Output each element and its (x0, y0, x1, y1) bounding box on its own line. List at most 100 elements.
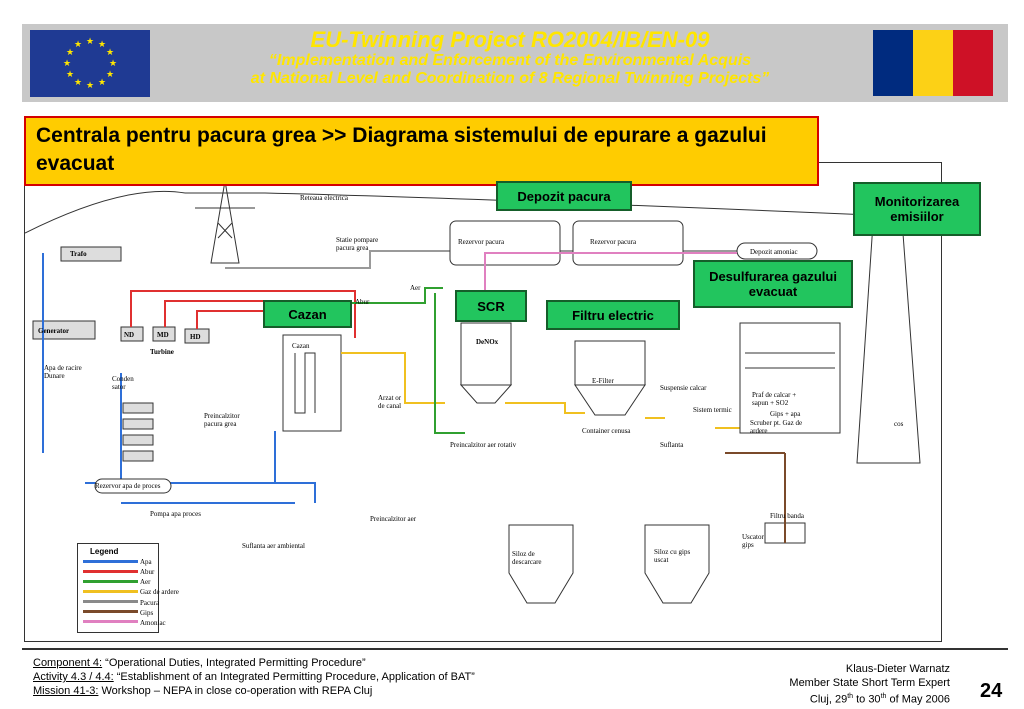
label-apa-racire: Apa de racire Dunare (44, 364, 82, 380)
legend-box (77, 543, 159, 633)
svg-text:★: ★ (74, 39, 82, 49)
label-preincalzitor-pacura: Preincalzitor pacura grea (204, 412, 240, 428)
footer-date: Cluj, 29th to 30th of May 2006 (809, 693, 950, 706)
header-title: EU-Twinning Project RO2004/IB/EN-09 “Imp… (160, 28, 860, 88)
footer-right: Klaus-Dieter Warnatz Member State Short … (720, 662, 950, 707)
cazan-box (282, 334, 342, 432)
footer-mission: Mission 41-3: Workshop – NEPA in close c… (33, 685, 373, 697)
legend-item-pacura: Pacura (140, 599, 160, 607)
footer-left: Component 4: “Operational Duties, Integr… (33, 656, 475, 698)
trafo-box (60, 246, 122, 262)
footer-author: Klaus-Dieter Warnatz (845, 663, 950, 675)
generator-box (32, 320, 96, 340)
eu-stars-icon: ★★★ ★★★ ★★★ ★★★ (63, 36, 117, 90)
label-hd: HD (190, 333, 201, 341)
scr-box (460, 322, 512, 386)
svg-text:★: ★ (86, 80, 94, 90)
label-depozit-amoniac: Depozit amoniac (750, 248, 798, 256)
legend-item-gaz: Gaz de ardere (140, 588, 179, 596)
label-suflanta: Suflanta (660, 441, 684, 449)
label-trafo: Trafo (70, 250, 87, 258)
efilter-box (574, 340, 646, 386)
eu-flag-icon: ★★★ ★★★ ★★★ ★★★ (30, 30, 150, 97)
label-turbine: Turbine (150, 348, 174, 356)
callout-cazan: Cazan (263, 300, 352, 328)
legend-item-abur: Abur (140, 568, 155, 576)
label-condensator: Conden sator (112, 375, 134, 391)
svg-text:★: ★ (98, 77, 106, 87)
svg-text:★: ★ (106, 47, 114, 57)
label-arzator: Arzat or de canal (378, 394, 402, 410)
label-sistem-termic: Sistem termic (693, 406, 732, 414)
ro-flag-red (953, 30, 993, 96)
label-scruber: Scruber pt. Gaz de ardere (750, 419, 803, 435)
legend-swatch-abur (83, 570, 138, 573)
label-suspensie: Suspensie calcar (660, 384, 707, 392)
label-statie: Statie pompare pacura grea (336, 236, 379, 252)
label-siloz-descarcare: Siloz de descarcare (512, 550, 542, 566)
label-denox: DeNOx (476, 338, 499, 346)
label-pompa-apa: Pompa apa proces (150, 510, 201, 518)
label-cazan-inner: Cazan (292, 342, 310, 350)
label-suflanta-aer: Suflanta aer ambiental (242, 542, 305, 550)
legend-swatch-aer (83, 580, 138, 583)
label-reteaua: Reteaua electrica (300, 194, 348, 202)
callout-depozit-pacura: Depozit pacura (496, 181, 632, 211)
header-band (22, 24, 1008, 102)
label-siloz-gips: Siloz cu gips uscat (654, 548, 691, 564)
legend-item-aer: Aer (140, 578, 151, 586)
header-line1: EU-Twinning Project RO2004/IB/EN-09 (310, 27, 710, 52)
ro-flag-icon (873, 30, 993, 96)
header-line2: “Implementation and Enforcement of the E… (268, 52, 752, 69)
label-container-cenusa: Container cenusa (582, 427, 631, 435)
svg-text:★: ★ (66, 69, 74, 79)
label-abur: Abur (355, 298, 370, 306)
siloz-gips (644, 524, 710, 604)
page-number: 24 (980, 680, 1003, 702)
svg-text:★: ★ (74, 77, 82, 87)
label-nd: ND (124, 331, 135, 339)
slide-title: Centrala pentru pacura grea >> Diagrama … (24, 116, 819, 186)
siloz-descarcare (508, 524, 574, 604)
callout-filtru-electric: Filtru electric (546, 300, 680, 330)
footer-activity: Activity 4.3 / 4.4: “Establishment of an… (33, 671, 475, 683)
label-generator: Generator (38, 327, 70, 335)
header-line3: at National Level and Coordination of 8 … (250, 70, 770, 87)
legend-swatch-apa (83, 560, 138, 563)
label-filtru-banda: Filtru banda (770, 512, 805, 520)
footer-divider (22, 648, 1008, 650)
label-rezervor1: Rezervor pacura (458, 238, 505, 246)
callout-monitorizarea: Monitorizarea emisiilor (853, 182, 981, 236)
label-aer: Aer (410, 284, 421, 292)
label-gips-apa: Gips + apa (770, 410, 801, 418)
footer-role: Member State Short Term Expert (789, 677, 950, 689)
footer-component: Component 4: “Operational Duties, Integr… (33, 657, 366, 669)
legend-swatch-pacura (83, 600, 138, 603)
legend-item-amoniac: Amoniac (140, 619, 166, 627)
svg-text:★: ★ (98, 39, 106, 49)
svg-text:★: ★ (106, 69, 114, 79)
label-preinc-aer: Preincalzitor aer (370, 515, 417, 523)
legend-item-apa: Apa (140, 558, 152, 566)
ro-flag-yellow (913, 30, 953, 96)
legend-swatch-amoniac (83, 620, 138, 623)
label-efilter: E-Filter (592, 377, 614, 385)
label-rezervor2: Rezervor pacura (590, 238, 637, 246)
svg-text:★: ★ (66, 47, 74, 57)
label-uscator-gips: Uscator gips (742, 533, 764, 549)
legend-item-gips: Gips (140, 609, 154, 617)
process-diagram (24, 162, 942, 642)
callout-scr: SCR (455, 290, 527, 322)
label-praf: Praf de calcar + sapun + SO2 (752, 391, 797, 407)
scrubber-box (739, 322, 841, 434)
label-cos: cos (894, 420, 904, 428)
svg-text:★: ★ (109, 58, 117, 68)
svg-text:★: ★ (86, 36, 94, 46)
label-preinc-aer-rotativ: Preincalzitor aer rotativ (450, 441, 517, 449)
legend-swatch-gaz (83, 590, 138, 593)
legend-swatch-gips (83, 610, 138, 613)
callout-desulfurarea: Desulfurarea gazului evacuat (693, 260, 853, 308)
ro-flag-blue (873, 30, 913, 96)
label-md: MD (157, 331, 169, 339)
svg-text:★: ★ (63, 58, 71, 68)
